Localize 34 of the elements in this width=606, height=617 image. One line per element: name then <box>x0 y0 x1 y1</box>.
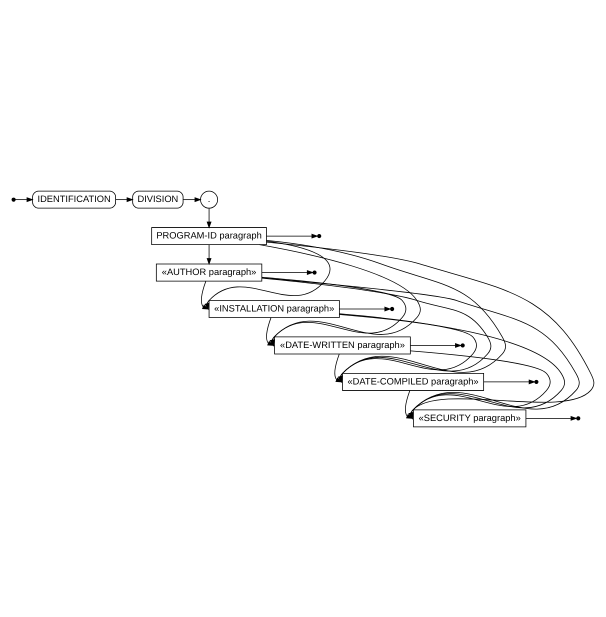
arrow <box>262 270 314 274</box>
arrow <box>338 314 477 383</box>
arrow <box>182 196 202 202</box>
arrow <box>484 378 536 384</box>
arrow <box>266 316 275 346</box>
arrow <box>266 241 594 419</box>
node-box: «DATE-WRITTEN paragraph» <box>274 336 411 354</box>
arrow <box>405 390 414 418</box>
arrow <box>262 277 492 383</box>
arrow <box>262 276 406 346</box>
arrow <box>206 208 212 228</box>
arrow <box>115 196 134 202</box>
arrow <box>408 350 551 419</box>
arrow <box>262 277 580 419</box>
node-box: PROGRAM-ID paragraph <box>151 226 267 244</box>
node-box: «INSTALLATION paragraph» <box>208 300 340 318</box>
arrow <box>266 239 506 383</box>
arrow <box>266 233 319 238</box>
node-box: DIVISION <box>132 190 184 208</box>
arrow <box>339 306 392 311</box>
arrow <box>258 244 421 346</box>
node-box: «AUTHOR paragraph» <box>156 263 262 281</box>
arrow <box>339 312 565 419</box>
arrow <box>334 353 343 382</box>
node-box: «DATE-COMPILED paragraph» <box>342 372 484 390</box>
node-circle: . <box>200 190 218 208</box>
node-box: IDENTIFICATION <box>32 190 116 208</box>
node-box: «SECURITY paragraph» <box>413 408 526 427</box>
arrow <box>206 244 212 265</box>
arrow <box>204 240 330 310</box>
arrow <box>526 415 578 420</box>
arrow <box>15 196 34 202</box>
arrow <box>410 342 462 348</box>
arrow <box>201 280 210 309</box>
